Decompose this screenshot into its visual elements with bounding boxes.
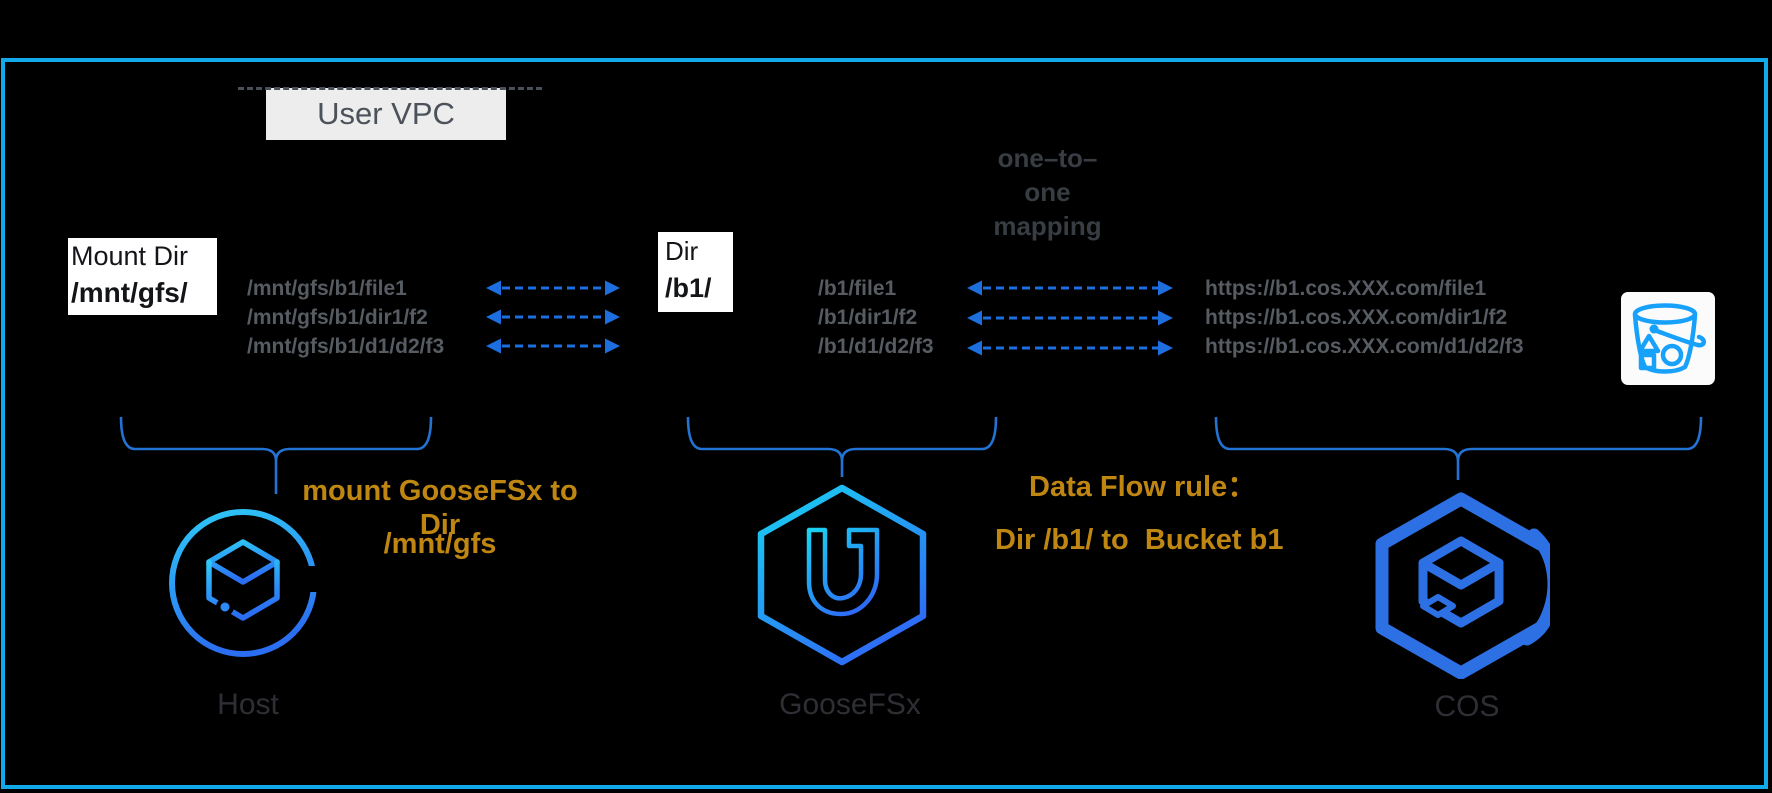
fs-path-2: /b1/dir1/f2 (818, 306, 918, 329)
cos-icon (1375, 492, 1550, 679)
data-flow-rule-title: Data Flow rule： (1029, 471, 1257, 503)
mapping-note-line1: one–to– (997, 143, 1098, 173)
host-icon (169, 509, 321, 657)
goosefsx-icon (757, 484, 927, 666)
host-label: Host (217, 688, 279, 721)
mapping-arrows-right-group (967, 280, 1173, 356)
group-braces (119, 416, 1703, 494)
mount-annotation: mount GooseFSx to Dir /mnt/gfs (285, 474, 595, 561)
mapping-note-line3: mapping (993, 211, 1102, 241)
cos-url-2: https://b1.cos.XXX.com/dir1/f2 (1205, 306, 1508, 329)
mapping-note-line2: one (1024, 177, 1071, 207)
vpc-dashed-boundary (238, 87, 542, 90)
fs-dir-path: /b1/ (665, 273, 712, 303)
mount-dir-path: /mnt/gfs/ (71, 277, 188, 308)
cos-url-3: https://b1.cos.XXX.com/d1/d2/f3 (1205, 335, 1524, 358)
fs-path-3: /b1/d1/d2/f3 (818, 335, 934, 358)
fs-dir-title: Dir (665, 236, 699, 266)
mount-dir-title: Mount Dir (71, 241, 189, 271)
goosefsx-brace (686, 416, 998, 462)
rule-part-bucket: Bucket (1136, 524, 1250, 556)
mapping-arrows-left-group (486, 280, 620, 354)
diagram-border (1, 58, 1768, 789)
host-file-paths: /mnt/gfs/b1/file1 /mnt/gfs/b1/dir1/f2 /m… (247, 274, 444, 361)
host-path-3: /mnt/gfs/b1/d1/d2/f3 (247, 335, 445, 358)
host-path-2: /mnt/gfs/b1/dir1/f2 (247, 306, 428, 329)
rule-part-dir: Dir (995, 524, 1044, 556)
data-flow-rule-detail: Dir /b1/ to Bucket b1 (995, 523, 1395, 557)
one-to-one-mapping-note: one–to– one mapping (945, 141, 1150, 243)
goosefsx-label: GooseFSx (779, 688, 921, 721)
bucket-icon (1621, 292, 1715, 385)
mount-annotation-line2: /mnt/gfs (383, 528, 497, 560)
mount-dir-box: Mount Dir /mnt/gfs/ (68, 238, 217, 315)
goosefsx-file-paths: /b1/file1 /b1/dir1/f2 /b1/d1/d2/f3 (818, 274, 934, 361)
host-path-1: /mnt/gfs/b1/file1 (247, 277, 407, 300)
fs-path-1: /b1/file1 (818, 277, 897, 300)
rule-part-to: to (1093, 524, 1137, 556)
rule-part-b1-dir: /b1/ (1043, 524, 1094, 556)
cos-brace (1214, 416, 1703, 462)
host-brace (119, 416, 433, 462)
cos-object-urls: https://b1.cos.XXX.com/file1 https://b1.… (1205, 274, 1524, 361)
cos-label: COS (1434, 690, 1500, 723)
fs-dir-box: Dir /b1/ (658, 232, 733, 312)
vpc-label: User VPC (266, 88, 506, 140)
data-flow-rule-annotation: Data Flow rule： Dir /b1/ to Bucket b1 (995, 470, 1395, 557)
rule-part-b1-bucket: b1 (1249, 524, 1284, 556)
mount-annotation-line1: mount GooseFSx to Dir (302, 475, 578, 541)
cos-url-1: https://b1.cos.XXX.com/file1 (1205, 277, 1487, 300)
